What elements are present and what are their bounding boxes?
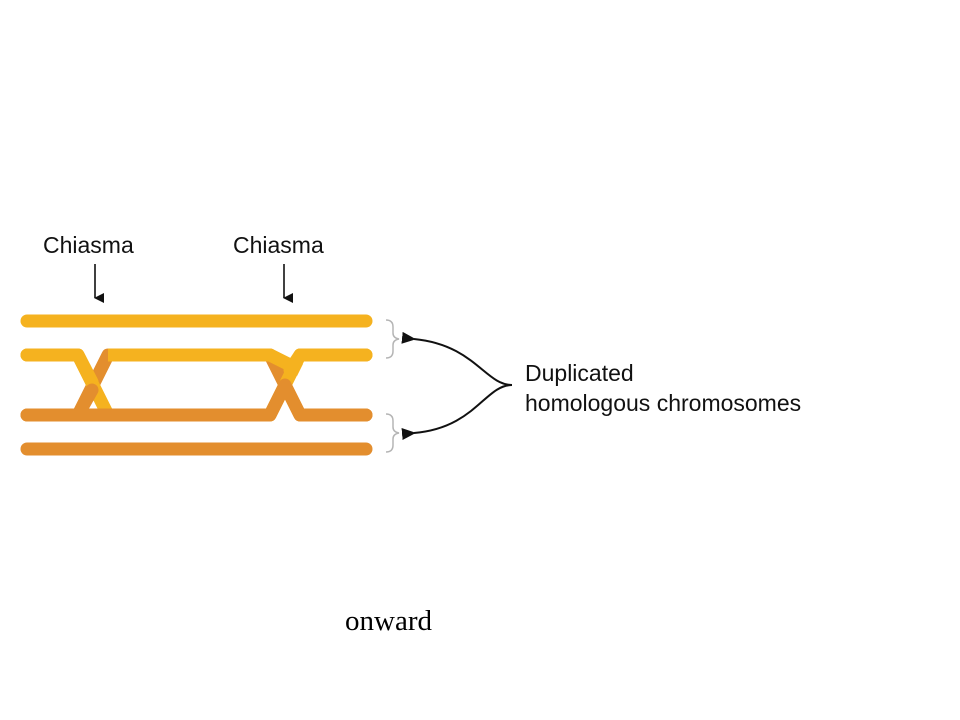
annotation-line-2: homologous chromosomes xyxy=(525,390,802,416)
pointer-arrow-upper xyxy=(401,331,513,386)
chromatid-lower-mid-orange xyxy=(78,382,291,422)
bracket-lower xyxy=(385,413,400,453)
footer-text: onward xyxy=(345,605,432,637)
chromatid-upper-right-end xyxy=(283,348,373,377)
chiasma-label-right: Chiasma xyxy=(233,232,324,258)
homologous-chromosomes-label: Duplicated homologous chromosomes xyxy=(525,358,801,418)
annotation-line-1: Duplicated xyxy=(525,360,634,386)
chiasma-label-left: Chiasma xyxy=(43,232,134,258)
bracket-upper xyxy=(385,319,400,359)
chromatid-lower-left-end xyxy=(20,383,99,422)
chromatid-lower-right-end xyxy=(278,378,373,422)
pointer-arrow-lower xyxy=(401,384,513,440)
chromatid-upper-left-end xyxy=(20,348,99,389)
